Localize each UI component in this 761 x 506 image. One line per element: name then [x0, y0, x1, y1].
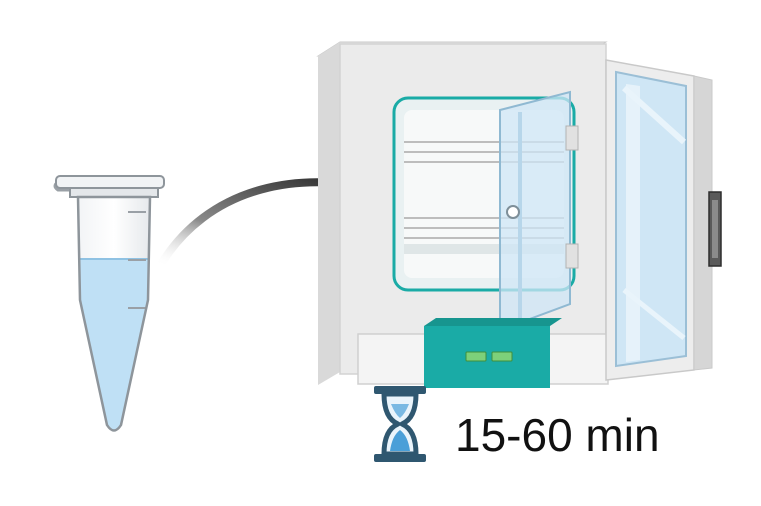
incubator-control-panel: [424, 318, 562, 388]
incubator-inner-glass-door: [499, 90, 579, 332]
microcentrifuge-tube-icon: [53, 175, 165, 432]
incubator-icon: [316, 41, 722, 388]
tube-liquid: [78, 259, 150, 431]
incubator-outer-door: [605, 59, 722, 381]
duration-label: 15-60 min: [455, 409, 660, 461]
hourglass-icon: [374, 386, 426, 462]
